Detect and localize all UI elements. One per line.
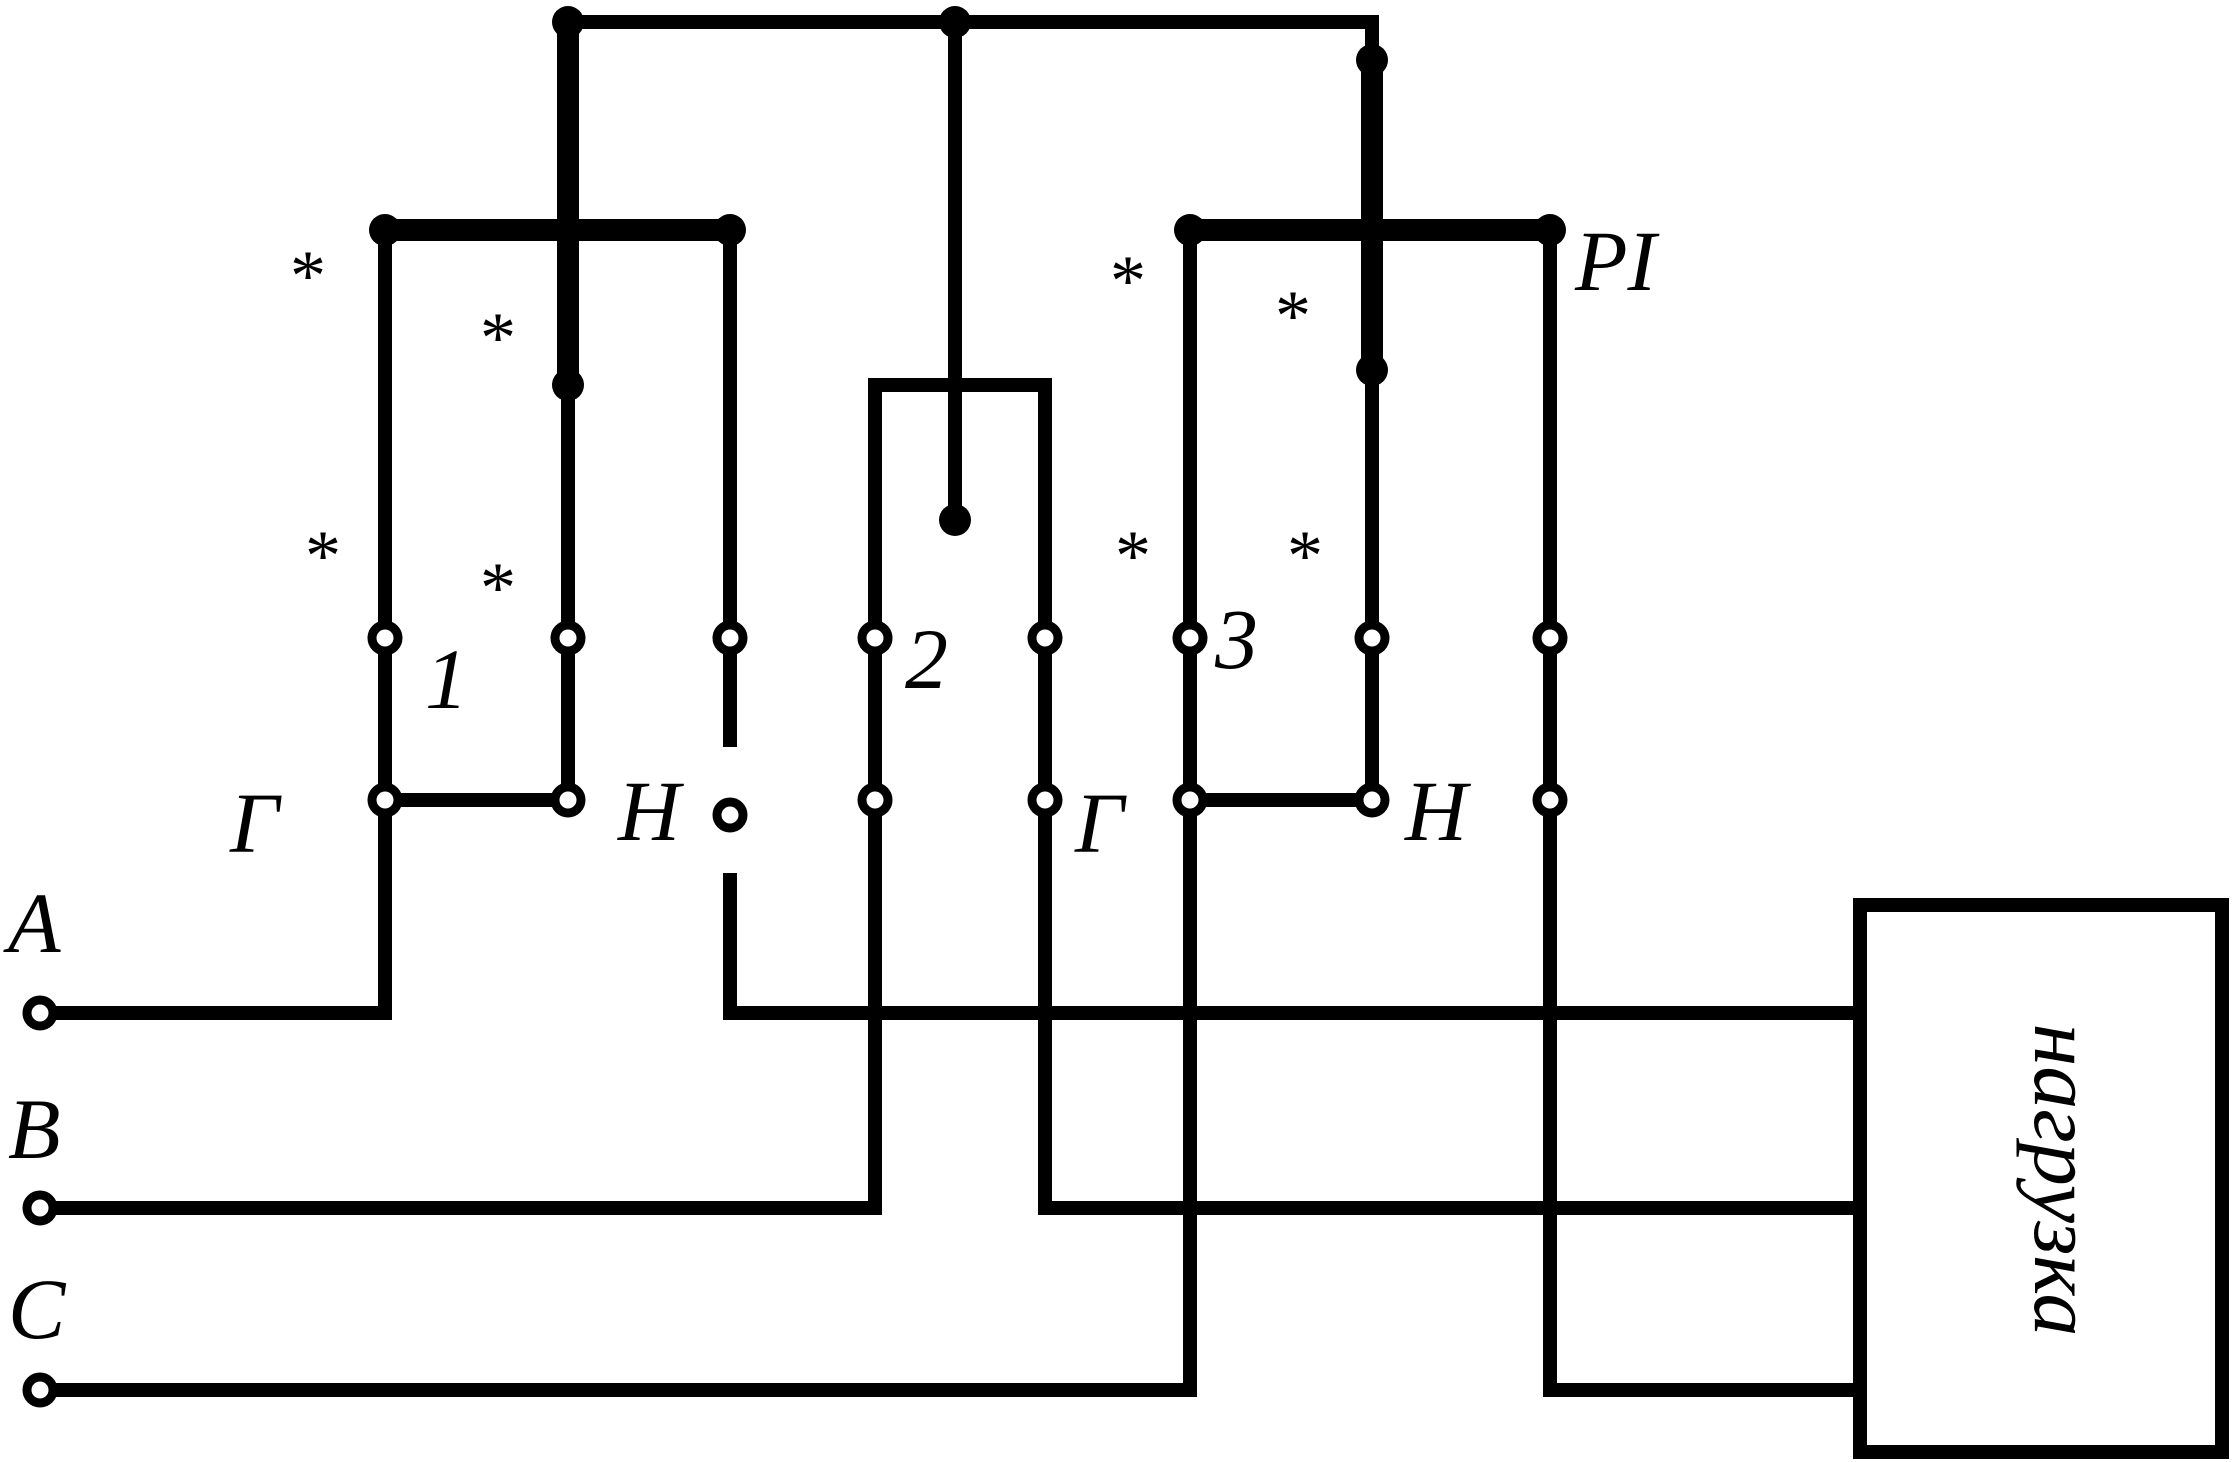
measuring-element-2 bbox=[857, 378, 1063, 1215]
load-label: нагрузка bbox=[2016, 1024, 2112, 1337]
phase-lines bbox=[22, 995, 1867, 1408]
measuring-element-3 bbox=[1172, 214, 1568, 1397]
terminal-n1-label: Н bbox=[617, 763, 684, 859]
element-3-label: 3 bbox=[1214, 591, 1258, 687]
polarity-mark: * bbox=[480, 548, 516, 628]
polarity-marks: * * * * * * * * bbox=[290, 236, 1323, 628]
polarity-mark: * bbox=[290, 236, 326, 316]
phase-c-label: C bbox=[8, 1261, 67, 1357]
phase-a-label: A bbox=[3, 875, 61, 971]
polarity-mark: * bbox=[1115, 516, 1151, 596]
phase-b-label: B bbox=[8, 1081, 61, 1177]
polarity-mark: * bbox=[1275, 276, 1311, 356]
voltage-bus bbox=[552, 6, 1388, 536]
element-2-label: 2 bbox=[905, 611, 948, 707]
terminal-g3-label: Г bbox=[1074, 775, 1127, 871]
terminal-g1-label: Г bbox=[229, 775, 282, 871]
element-1-label: 1 bbox=[425, 631, 468, 727]
terminal-n3-label: Н bbox=[1404, 763, 1471, 859]
polarity-mark: * bbox=[305, 516, 341, 596]
meter-label: PI bbox=[1574, 213, 1660, 309]
polarity-mark: * bbox=[1287, 516, 1323, 596]
load: нагрузка bbox=[1853, 898, 2229, 1459]
load-box bbox=[1853, 898, 2229, 1459]
polarity-mark: * bbox=[1110, 241, 1146, 321]
polarity-mark: * bbox=[480, 298, 516, 378]
measuring-element-1 bbox=[367, 214, 748, 1020]
